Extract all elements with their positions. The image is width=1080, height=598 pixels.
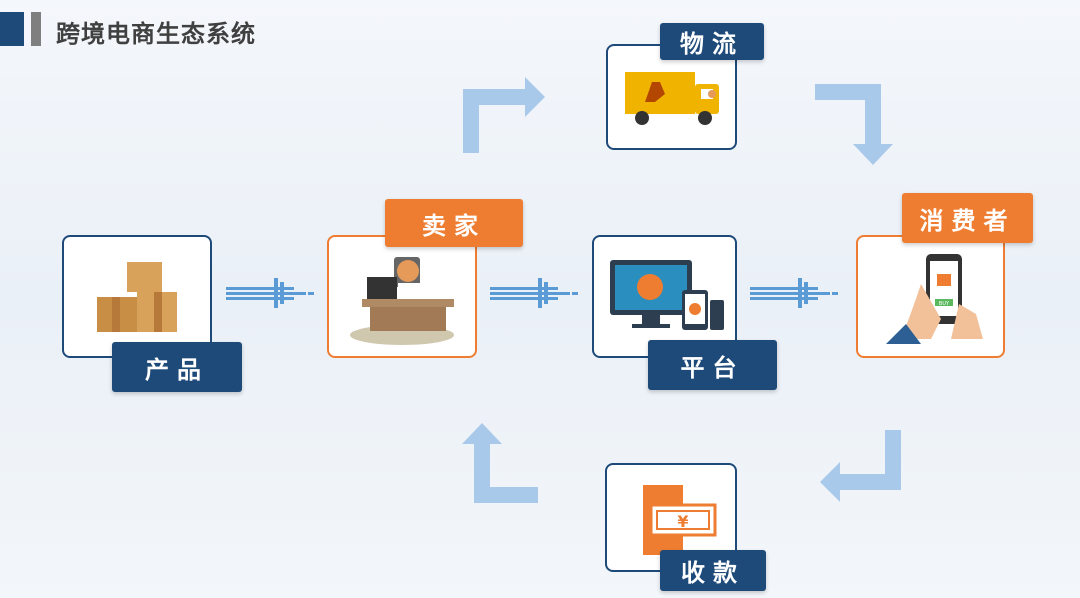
arrow-right-down-icon — [815, 84, 893, 165]
title-accent-bar — [0, 12, 24, 46]
arrow-up-right-icon — [463, 77, 545, 153]
title-accent-bar-gray — [31, 12, 41, 46]
dotted-arrow-1 — [226, 278, 314, 308]
logistics-label: 物流 — [660, 23, 764, 60]
boxes-icon — [97, 261, 177, 332]
platform-label: 平台 — [648, 340, 777, 390]
page-title: 跨境电商生态系统 — [56, 20, 256, 48]
yen-cash-icon: ¥ — [643, 485, 717, 555]
arrow-down-left-icon — [820, 430, 901, 502]
devices-icon — [610, 259, 724, 330]
truck-icon — [624, 72, 719, 125]
product-label: 产品 — [112, 342, 242, 392]
arrow-left-up-icon — [462, 423, 538, 503]
consumer-card: BUY — [856, 235, 1005, 358]
dotted-arrow-2 — [490, 278, 578, 308]
product-card — [62, 235, 212, 358]
seller-card — [327, 235, 477, 358]
consumer-label: 消费者 — [902, 193, 1033, 243]
yen-symbol: ¥ — [677, 512, 688, 531]
logistics-card — [606, 44, 737, 150]
buy-button-text: BUY — [938, 301, 949, 307]
dotted-arrow-3 — [750, 278, 838, 308]
payment-label: 收款 — [660, 550, 766, 591]
seller-label: 卖家 — [385, 199, 523, 247]
smartphone-icon: BUY — [885, 254, 983, 344]
platform-card — [592, 235, 737, 358]
businessman-icon — [350, 256, 454, 345]
